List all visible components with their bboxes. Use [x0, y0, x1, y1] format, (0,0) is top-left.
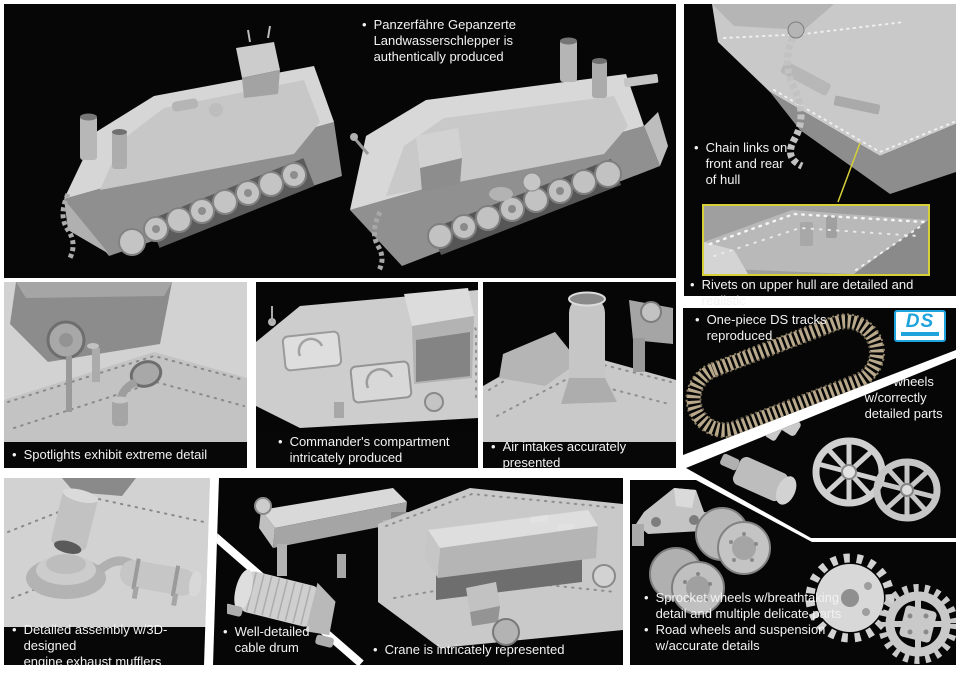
- mufflers-caption-bar: • Detailed assembly w/3D-designed engine…: [4, 622, 210, 665]
- hero-caption-text: Panzerfähre Gepanzerte Landwasserschlepp…: [373, 17, 516, 64]
- mufflers-caption: • Detailed assembly w/3D-designed engine…: [4, 618, 210, 669]
- tracks-caption: • One-piece DS tracks reproduced: [695, 312, 845, 344]
- air-intakes-render: [483, 291, 676, 442]
- crane-caption: • Crane is intricately represented: [373, 642, 613, 658]
- sprocket-caption-1: • Sprocket wheels w/breathtaking detail …: [644, 590, 841, 622]
- bullet: •: [12, 447, 17, 462]
- chain-caption: • Chain links on front and rear of hull: [694, 140, 804, 188]
- cable-drum-render: [227, 569, 336, 648]
- bullet: •: [12, 622, 17, 637]
- sprocket-caption-2: • Road wheels and suspension w/accurate …: [644, 622, 841, 654]
- ds-logo-bar: [901, 332, 939, 336]
- panel-mufflers: • Detailed assembly w/3D-designed engine…: [4, 478, 210, 665]
- bullet: •: [491, 439, 496, 454]
- commander-caption-text: Commander's compartment intricately prod…: [289, 434, 450, 465]
- chain-caption-text: Chain links on front and rear of hull: [705, 140, 788, 187]
- rivet-inset-render: [704, 206, 928, 274]
- idler-caption-text: Idler wheels w/correctly detailed parts: [864, 374, 943, 421]
- mufflers-render: [4, 478, 210, 627]
- spotlights-caption-text: Spotlights exhibit extreme detail: [23, 447, 208, 462]
- bullet: •: [223, 624, 228, 639]
- panel-spotlights: • Spotlights exhibit extreme detail: [4, 282, 247, 468]
- bullet: •: [644, 590, 649, 605]
- hero-vehicles-render: [60, 25, 668, 274]
- bullet: •: [278, 434, 283, 449]
- air-intakes-caption: • Air intakes accurately presented: [483, 435, 676, 475]
- chain-hull-render: [712, 4, 956, 203]
- panel-chain: • Chain links on front and rear of hull …: [684, 4, 956, 308]
- ds-track-render: [685, 313, 885, 438]
- rivets-caption: • Rivets on upper hull are detailed and …: [690, 277, 952, 309]
- commander-caption: • Commander's compartment intricately pr…: [270, 430, 458, 470]
- bullet: •: [373, 642, 378, 657]
- road-wheels-render: [649, 507, 771, 615]
- spotlights-render: [4, 282, 247, 442]
- cable-drum-caption-text: Well-detailed cable drum: [234, 624, 310, 655]
- sprocket-caption-2-text: Road wheels and suspension w/accurate de…: [655, 622, 826, 653]
- crane-caption-text: Crane is intricately represented: [384, 642, 565, 657]
- panel-air-intakes: • Air intakes accurately presented: [483, 282, 676, 470]
- panel-hero: • Panzerfähre Gepanzerte Landwasserschle…: [4, 4, 676, 278]
- sprocket-render: [805, 553, 956, 664]
- spotlights-caption-bar: • Spotlights exhibit extreme detail: [4, 442, 247, 468]
- commander-caption-bar: • Commander's compartment intricately pr…: [256, 432, 478, 468]
- air-intakes-caption-text: Air intakes accurately presented: [502, 439, 627, 470]
- panel-crane-group: • Well-detailed cable drum • Crane is in…: [213, 478, 623, 665]
- ds-logo-text: DS: [905, 311, 935, 332]
- crane-render: [378, 488, 623, 648]
- ds-logo: DS: [894, 310, 946, 342]
- mufflers-caption-text: Detailed assembly w/3D-designed engine e…: [23, 622, 168, 669]
- air-intakes-caption-bar: • Air intakes accurately presented: [483, 439, 676, 470]
- hero-caption: • Panzerfähre Gepanzerte Landwasserschle…: [362, 17, 612, 65]
- bullet: •: [362, 17, 367, 32]
- rivets-caption-text: Rivets on upper hull are detailed and re…: [701, 277, 914, 308]
- vehicle-render-right: [350, 37, 668, 274]
- tracks-caption-text: One-piece DS tracks reproduced: [706, 312, 827, 343]
- vehicle-render-left: [60, 25, 342, 260]
- sprocket-caption-1-text: Sprocket wheels w/breathtaking detail an…: [655, 590, 842, 621]
- sprocket-captions: • Sprocket wheels w/breathtaking detail …: [644, 590, 841, 654]
- bullet: •: [694, 140, 699, 155]
- panel-commander: • Commander's compartment intricately pr…: [256, 282, 478, 468]
- bullet: •: [695, 312, 700, 327]
- commander-render: [256, 288, 478, 428]
- spotlights-caption: • Spotlights exhibit extreme detail: [4, 443, 215, 467]
- sprocket-wheels-render: [632, 488, 956, 664]
- bullet: •: [690, 277, 695, 292]
- leader-line: [837, 142, 861, 203]
- bullet: •: [644, 622, 649, 637]
- idler-caption: • Idler wheels w/correctly detailed part…: [853, 374, 953, 422]
- rivet-inset: [702, 204, 930, 276]
- cable-drum-caption: • Well-detailed cable drum: [223, 624, 343, 656]
